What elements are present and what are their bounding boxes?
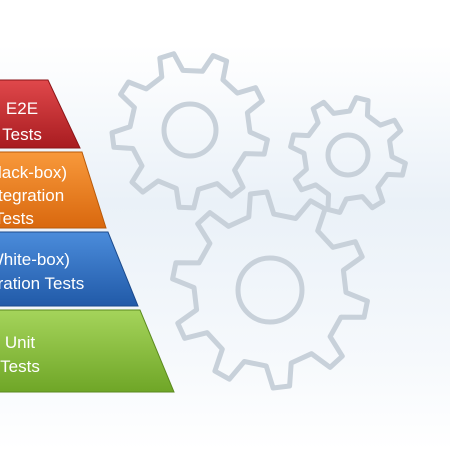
tier-whitebox-line-1: (White-box) <box>0 250 70 269</box>
tier-blackbox-line-3: Tests <box>0 209 34 228</box>
tier-blackbox-line-2: Integration <box>0 186 64 205</box>
pyramid-tier-unit: Unit Tests <box>0 309 175 393</box>
tier-unit-line-2: Tests <box>0 357 40 376</box>
gear-icon <box>109 51 270 211</box>
tier-e2e-line-1: E2E <box>6 99 38 118</box>
pyramid-tier-whitebox-integration: (White-box) Integration Tests <box>0 231 139 307</box>
tier-whitebox-line-2: Integration Tests <box>0 274 84 293</box>
gear-icon <box>170 189 370 391</box>
gear-icon <box>288 95 408 215</box>
pyramid-tier-blackbox-integration: (Black-box) Integration Tests <box>0 151 107 229</box>
tier-e2e-line-2: Tests <box>2 125 42 144</box>
tier-unit-line-1: Unit <box>5 333 36 352</box>
tier-blackbox-line-1: (Black-box) <box>0 163 67 182</box>
pyramid-tier-e2e: E2E Tests <box>0 79 81 149</box>
